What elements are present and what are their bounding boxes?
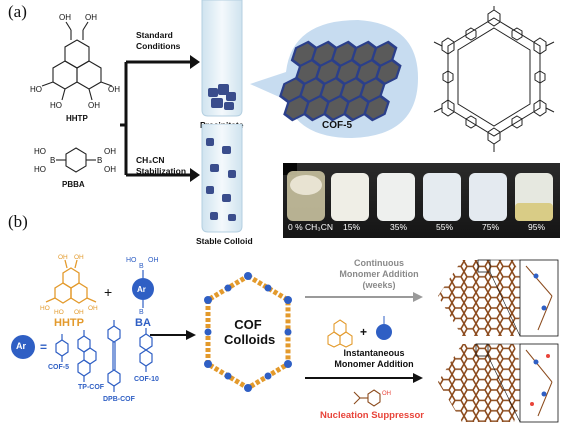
svg-text:OH: OH bbox=[104, 147, 116, 156]
cof-colloids-line2: Colloids bbox=[224, 332, 276, 347]
svg-text:OH: OH bbox=[58, 254, 68, 261]
route-standard-line1: Standard bbox=[136, 30, 173, 40]
variant-cof10: COF-10 bbox=[134, 376, 159, 383]
svg-text:OH: OH bbox=[59, 13, 71, 22]
panel-b-label: (b) bbox=[8, 212, 28, 231]
cof-colloids-title: COF Colloids bbox=[224, 317, 276, 347]
stable-colloid-label: Stable Colloid bbox=[196, 236, 253, 246]
svg-text:OH: OH bbox=[88, 305, 98, 312]
continuous-line3: (weeks) bbox=[362, 280, 396, 290]
instantaneous-line2: Monomer Addition bbox=[334, 359, 414, 369]
cof5-pore-structure bbox=[433, 6, 555, 152]
svg-text:OH: OH bbox=[104, 165, 116, 174]
continuous-line2: Monomer Addition bbox=[339, 269, 419, 279]
svg-text:OH: OH bbox=[108, 85, 120, 94]
vial-pct-55: 55% bbox=[436, 222, 454, 232]
hhtp-label-b: HHTP bbox=[54, 317, 84, 329]
hhtp-orange-structure: OH OH HO OH HO OH bbox=[40, 254, 98, 316]
svg-text:OH: OH bbox=[382, 391, 391, 397]
colloid-vial bbox=[201, 124, 243, 233]
pbba-structure: B B HO HO OH OH bbox=[34, 147, 116, 174]
route-standard: Standard Conditions bbox=[136, 30, 180, 52]
svg-text:B: B bbox=[50, 156, 55, 165]
branch-arrows bbox=[120, 55, 200, 182]
svg-text:B: B bbox=[97, 156, 102, 165]
svg-text:OH: OH bbox=[88, 101, 100, 110]
hhtp-structure: OH OH HO OH HO OH bbox=[30, 13, 120, 110]
cof-colloids-line1: COF bbox=[234, 317, 262, 332]
equals-sign: = bbox=[40, 340, 48, 354]
instantaneous-route-label: Instantaneous Monomer Addition bbox=[318, 348, 430, 370]
vial-pct-0: 0 % CH₃CN bbox=[288, 222, 334, 232]
cof5-bubble bbox=[250, 20, 418, 138]
continuous-route-label: Continuous Monomer Addition (weeks) bbox=[327, 258, 431, 291]
svg-text:HO: HO bbox=[50, 101, 62, 110]
variant-cof5: COF-5 bbox=[48, 364, 69, 371]
variant-tpcof: TP-COF bbox=[78, 384, 105, 391]
ar-label-ba: Ar bbox=[137, 285, 146, 294]
svg-text:HO: HO bbox=[30, 85, 42, 94]
cof5-label: COF-5 bbox=[322, 120, 352, 131]
linker-variants bbox=[55, 320, 153, 392]
precipitate-vial bbox=[201, 0, 243, 117]
vial-pct-15: 15% bbox=[343, 222, 361, 232]
svg-text:B: B bbox=[139, 263, 144, 270]
svg-text:HO: HO bbox=[54, 309, 64, 316]
svg-text:HO: HO bbox=[34, 147, 46, 156]
vial-pct-75: 75% bbox=[482, 222, 500, 232]
svg-text:HO: HO bbox=[40, 305, 50, 312]
variant-dpbcof: DPB-COF bbox=[103, 396, 135, 403]
svg-text:+: + bbox=[360, 325, 367, 339]
ar-circle bbox=[11, 335, 35, 359]
monomer-icons: + bbox=[327, 316, 392, 348]
arrow-instantaneous bbox=[305, 373, 423, 383]
instantaneous-line1: Instantaneous bbox=[343, 348, 405, 358]
svg-text:OH: OH bbox=[74, 254, 84, 261]
cof-colloid-ring bbox=[204, 272, 292, 392]
plus-sign: + bbox=[104, 284, 113, 300]
arrow-continuous bbox=[305, 292, 423, 302]
svg-text:OH: OH bbox=[148, 257, 159, 264]
svg-text:HO: HO bbox=[34, 165, 46, 174]
route-stabilization-line1: CH₃CN bbox=[136, 155, 165, 165]
route-standard-line2: Conditions bbox=[136, 41, 181, 51]
continuous-line1: Continuous bbox=[354, 258, 404, 268]
vial-pct-35: 35% bbox=[390, 222, 408, 232]
hhtp-label-a: HHTP bbox=[66, 114, 88, 123]
ba-label: BA bbox=[135, 317, 151, 329]
svg-text:B: B bbox=[139, 309, 144, 314]
svg-text:OH: OH bbox=[74, 309, 84, 316]
pbba-label: PBBA bbox=[62, 180, 85, 189]
suppressor-structure: OH bbox=[353, 389, 391, 407]
cof-particle-bottom bbox=[438, 343, 559, 423]
nucleation-suppressor-label: Nucleation Suppressor bbox=[320, 410, 424, 421]
route-stabilization: CH₃CN Stabilization bbox=[136, 155, 186, 177]
panel-a-label: (a) bbox=[8, 2, 27, 21]
arrow-to-colloids bbox=[150, 330, 196, 340]
route-stabilization-line2: Stabilization bbox=[136, 166, 187, 176]
vials-photo bbox=[283, 163, 560, 238]
ar-label: Ar bbox=[16, 341, 27, 351]
svg-text:OH: OH bbox=[85, 13, 97, 22]
cof-particle-top bbox=[438, 259, 559, 337]
vial-pct-95: 95% bbox=[528, 222, 546, 232]
svg-text:HO: HO bbox=[126, 257, 137, 264]
